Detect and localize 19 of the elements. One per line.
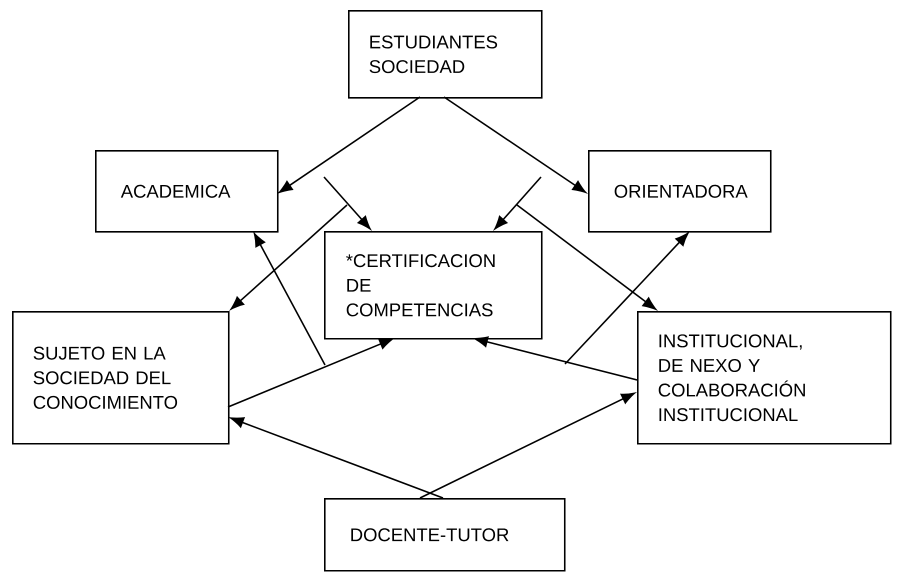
text-box: DOCENTE-TUTOR [324,498,566,572]
text-box: ACADEMICA [95,150,279,233]
arrow [323,176,371,230]
text-box: ORIENTADORA [588,150,772,233]
arrow [230,417,444,499]
arrow [494,176,542,230]
arrow [228,338,393,408]
arrow [278,96,420,193]
text-box: SUJETO EN LA SOCIEDAD DEL CONOCIMIENTO [12,311,230,445]
arrow [516,204,656,310]
arrow [230,204,348,310]
text-box: *CERTIFICACION DE COMPETENCIAS [324,231,543,340]
arrow [254,233,326,366]
arrow [420,392,635,499]
arrow [444,96,586,193]
arrow [474,336,638,381]
text-box: INSTITUCIONAL, DE NEXO Y COLABORACIÓN INSTITUCIONAL [637,311,892,445]
arrow [564,232,689,365]
text-box: ESTUDIANTES SOCIEDAD [348,10,543,99]
